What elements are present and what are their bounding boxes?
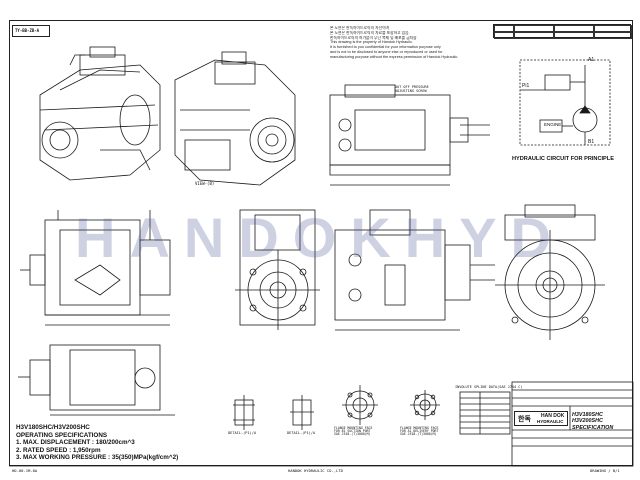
spline-label: INVOLUTE SPLINE DATA(SAE J744 C) [455, 385, 523, 389]
hydraulic-circuit [519, 59, 611, 146]
model-2: H3V200SHC [572, 418, 603, 425]
note-line: manufacturing purpose without the expres… [330, 54, 459, 59]
doc-type: SPECIFICATION [572, 424, 614, 431]
company-en: HAN DOK [541, 413, 565, 419]
side-view-left [20, 210, 171, 326]
port-label: OUT OFF PRESSURE ADJUSTING SCREW [395, 85, 429, 93]
spec-title: OPERATING SPECIFICATIONS [16, 431, 108, 439]
side-view-right [334, 209, 495, 331]
spec-line: 1. MAX. DISPLACEMENT : 180/200cm^3 [16, 439, 135, 447]
confidentiality-notes: 본 도면은 한독하이드로릭의 자산이며 본 도면은 한독하이드로릭의 자료를 포… [330, 26, 500, 60]
footer-center: HANDOK HYDRAULIC CO.,LTD [288, 468, 343, 473]
note-line: 본 도면은 한독하이드로릭의 자산이며 [330, 26, 390, 30]
spec-line: 2. RATED SPEED : 1,950rpm [16, 446, 101, 454]
note-line: It is furnished to you confidential for … [330, 45, 441, 50]
circuit-port-pi: Pi1 [522, 83, 530, 89]
note-line: This drawing is the property of Handok H… [330, 40, 413, 45]
front-view-mounting [235, 209, 320, 330]
model-titles: H3V180SHC H3V200SHC SPECIFICATION [572, 412, 613, 431]
company-logo: 한독 HAN DOK HYDRAULIC [514, 411, 568, 426]
model-1: H3V180SHC [572, 412, 603, 418]
circuit-port-b1: B1 [588, 139, 595, 145]
spec-model: H3V180SHC/H3V200SHC [16, 424, 90, 431]
top-view-port-side [329, 84, 490, 186]
detail-b-label: DETAIL-(P1)/A [287, 431, 316, 435]
note-line: 본 도면은 한독하이드로릭의 자료를 포함하고 있음. [330, 30, 410, 35]
spec-line: 3. MAX WORKING PRESSURE : 35(350)MPa(kgf… [16, 454, 179, 462]
port-table-lines [459, 391, 511, 435]
company-kr: 한독 [518, 416, 531, 423]
flange-b-label: FLANGE MOUNTING FACE FOR A1 DELIVERY POR… [400, 426, 439, 437]
note-line: 한독하이드로릭의 허가없이 무단 복제 및 배포를 금지함. [330, 35, 418, 40]
flange-b [410, 390, 440, 420]
isometric-view-left [39, 46, 161, 181]
bottom-view [18, 344, 175, 416]
flange-a [342, 385, 378, 425]
drawing-frame [9, 20, 633, 466]
company-en2: HYDRAULIC [537, 419, 564, 424]
drawing-code-stamp: TY-BB-ZB-A [12, 25, 50, 37]
flange-a-label: FLANGE MOUNTING FACE FOR B1 SUCTION PORT… [334, 426, 373, 437]
detail-b [290, 395, 314, 430]
circuit-title: HYDRAULIC CIRCUIT FOR PRINCIPLE [512, 156, 614, 162]
revision-table [493, 24, 632, 39]
engine-label: ENGINE [544, 122, 562, 127]
footer-left: HD-00-1M-8A [12, 468, 38, 473]
title-block-lines [511, 381, 634, 467]
detail-a-label: DETAIL-(P1)/A [228, 431, 257, 435]
operating-specifications: H3V180SHC/H3V200SHC OPERATING SPECIFICAT… [16, 424, 178, 462]
footer-right: DRAWING / B/1 [590, 468, 620, 473]
view-label: VIEW-(B) [195, 181, 215, 186]
end-view-right [495, 204, 605, 340]
circuit-port-a1: A1 [588, 57, 595, 63]
note-line: and is not to be disclosed to anyone els… [330, 49, 443, 54]
isometric-view-right [174, 51, 296, 186]
drawing-code: TY-BB-ZB-A [15, 28, 40, 33]
detail-a [233, 395, 255, 430]
